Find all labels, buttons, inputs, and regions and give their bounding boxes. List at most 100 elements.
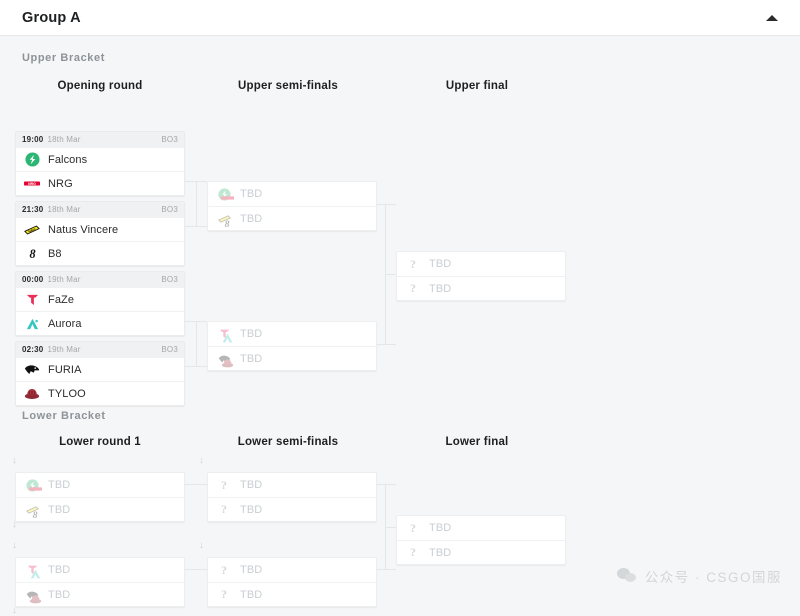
falcons-nrg-ghost-icon (216, 186, 234, 202)
match-card[interactable]: TBD 8 TBD (15, 472, 185, 522)
faze-aurora-ghost-icon (24, 562, 40, 579)
match-card[interactable]: TBD 8 TBD (207, 181, 377, 231)
b8-logo: 8 (27, 506, 43, 522)
connector (185, 569, 207, 570)
group-header[interactable]: Group A (0, 0, 800, 36)
navi-logo (216, 211, 232, 227)
team-name: TBD (48, 564, 71, 576)
furia-tyloo-ghost-icon (216, 351, 233, 367)
furia-tyloo-ghost-icon (24, 587, 41, 603)
question-mark-icon: ? (410, 281, 416, 295)
connector (196, 321, 197, 366)
team-name: TBD (429, 282, 452, 295)
team-row[interactable]: TBD (208, 322, 376, 346)
match-card[interactable]: ? TBD ? TBD (207, 557, 377, 607)
team-row[interactable]: ? TBD (208, 497, 376, 521)
match-card[interactable]: TBD TBD (207, 321, 377, 371)
round-title-lower-final: Lower final (445, 436, 509, 448)
team-row[interactable]: ? TBD (397, 276, 565, 300)
team-name: TBD (240, 188, 263, 200)
team-row[interactable]: ? TBD (208, 558, 376, 582)
svg-text:8: 8 (29, 247, 35, 261)
team-row[interactable]: 8 TBD (16, 497, 184, 521)
match-card[interactable]: TBD TBD (15, 557, 185, 607)
question-mark-icon: ? (221, 477, 227, 492)
match-card[interactable]: 00:00 19th Mar BO3 FaZe Aurora (15, 271, 185, 336)
team-name: TBD (48, 588, 71, 601)
team-row[interactable]: NRG NRG (16, 171, 184, 195)
team-name: FURIA (48, 363, 82, 376)
navi-b8-ghost-icon: 8 (216, 211, 232, 229)
connector (385, 484, 386, 569)
match-card[interactable]: 19:00 18th Mar BO3 Falcons NRG NRG (15, 131, 185, 196)
team-row[interactable]: Falcons (16, 147, 184, 171)
chevron-up-icon[interactable] (762, 8, 782, 28)
team-name: B8 (48, 247, 62, 260)
team-row[interactable]: ? TBD (397, 252, 565, 276)
team-row[interactable]: ? TBD (208, 473, 376, 497)
nrg-logo: NRG (24, 176, 40, 192)
furia-logo (24, 587, 40, 603)
team-row[interactable]: FURIA (16, 357, 184, 381)
match-card[interactable]: ? TBD ? TBD (207, 472, 377, 522)
team-row[interactable]: TBD (16, 473, 184, 497)
match-meta: 00:00 19th Mar BO3 (16, 272, 184, 287)
team-row[interactable]: ? TBD (397, 540, 565, 564)
team-row[interactable]: FaZe (16, 287, 184, 311)
question-mark-icon: ? (410, 256, 416, 271)
team-name: TBD (240, 479, 263, 491)
team-row[interactable]: TBD (208, 346, 376, 370)
svg-text:NRG: NRG (28, 182, 36, 186)
watermark: 公众号 · CSGO国服 (616, 566, 782, 586)
match-card[interactable]: 21:30 18th Mar BO3 NAVI Natus Vincere 8 … (15, 201, 185, 266)
team-name: Natus Vincere (48, 223, 119, 236)
b8-logo: 8 (219, 215, 235, 231)
tyloo-logo (27, 591, 43, 607)
team-row[interactable]: TBD (208, 182, 376, 206)
match-meta: 19:00 18th Mar BO3 (16, 132, 184, 147)
match-card[interactable]: ? TBD ? TBD (396, 251, 566, 301)
team-row[interactable]: TBD (16, 558, 184, 582)
aurora-logo (27, 566, 43, 582)
connector (374, 569, 396, 570)
team-name: TBD (240, 212, 263, 225)
team-name: TBD (48, 479, 71, 491)
b8-logo: 8 (24, 246, 40, 262)
connector (196, 181, 197, 226)
match-meta: 02:30 19th Mar BO3 (16, 342, 184, 357)
team-name: TBD (240, 503, 263, 516)
team-name: TBD (429, 522, 452, 534)
team-name: TBD (240, 564, 263, 576)
nrg-logo (27, 481, 43, 497)
round-title-opening: Opening round (57, 80, 143, 92)
team-row[interactable]: Aurora (16, 311, 184, 335)
navi-logo (24, 502, 40, 518)
team-row[interactable]: TBD (16, 582, 184, 606)
team-row[interactable]: NAVI Natus Vincere (16, 217, 184, 241)
faze-logo (216, 326, 232, 342)
furia-logo (216, 351, 232, 367)
match-format: BO3 (161, 345, 178, 354)
match-card[interactable]: 02:30 19th Mar BO3 FURIA TYLOO (15, 341, 185, 406)
arrow-down-icon: ↓ (12, 605, 17, 616)
team-name: Falcons (48, 153, 88, 166)
svg-text:8: 8 (33, 509, 38, 519)
connector (185, 366, 207, 367)
round-title-lower-round1: Lower round 1 (59, 436, 141, 448)
round-title-lower-semis: Lower semi-finals (237, 436, 339, 448)
furia-logo (24, 362, 40, 378)
team-row[interactable]: ? TBD (397, 516, 565, 540)
nrg-logo (219, 190, 235, 206)
question-mark-icon: ? (410, 545, 416, 559)
upper-bracket-label: Upper Bracket (22, 52, 105, 64)
match-card[interactable]: ? TBD ? TBD (396, 515, 566, 565)
team-row[interactable]: 8 TBD (208, 206, 376, 230)
tyloo-logo (219, 355, 235, 371)
team-name: NRG (48, 177, 73, 190)
team-name: TYLOO (48, 387, 86, 400)
svg-text:8: 8 (225, 218, 230, 228)
team-row[interactable]: TYLOO (16, 381, 184, 405)
team-row[interactable]: 8 B8 (16, 241, 184, 265)
team-name: TBD (240, 352, 263, 365)
team-row[interactable]: ? TBD (208, 582, 376, 606)
